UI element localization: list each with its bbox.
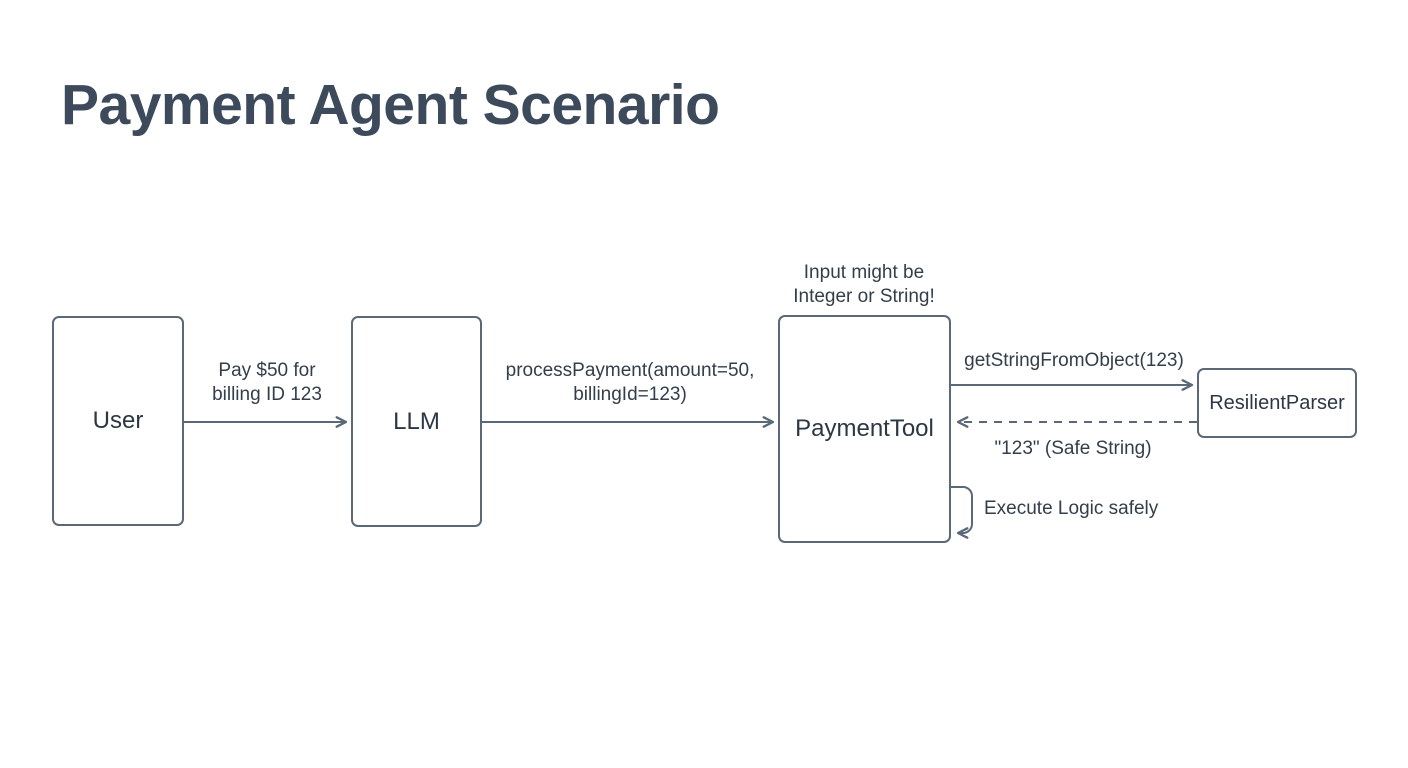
- node-llm: LLM: [351, 316, 482, 527]
- edge-label-resilientparser-to-paymenttool-line1: "123" (Safe String): [994, 438, 1152, 459]
- node-payment-tool-label: PaymentTool: [795, 415, 934, 442]
- page-title: Payment Agent Scenario: [61, 73, 720, 137]
- edge-label-self-loop: Execute Logic safely: [984, 497, 1158, 521]
- edge-label-paymenttool-to-resilientparser: getStringFromObject(123): [954, 349, 1194, 373]
- edge-label-self-loop-line1: Execute Logic safely: [984, 498, 1159, 519]
- edge-label-resilientparser-to-paymenttool: "123" (Safe String): [953, 437, 1193, 461]
- note-input-type-line2: Integer or String!: [793, 286, 935, 307]
- edge-label-user-to-llm-line1: Pay $50 for: [218, 360, 316, 381]
- edge-label-user-to-llm-line2: billing ID 123: [212, 384, 322, 405]
- note-input-type: Input might be Integer or String!: [764, 261, 964, 309]
- edge-label-llm-to-paymenttool: processPayment(amount=50, billingId=123): [480, 359, 780, 407]
- arrow-paymenttool-self-loop: [951, 486, 973, 539]
- node-resilient-parser-label: ResilientParser: [1209, 391, 1345, 414]
- edge-label-user-to-llm: Pay $50 for billing ID 123: [187, 359, 347, 407]
- node-user: User: [52, 316, 184, 526]
- edge-label-paymenttool-to-resilientparser-line1: getStringFromObject(123): [964, 350, 1184, 371]
- node-llm-label: LLM: [393, 407, 440, 435]
- node-resilient-parser: ResilientParser: [1197, 368, 1357, 438]
- edge-label-llm-to-paymenttool-line1: processPayment(amount=50,: [505, 360, 755, 381]
- node-payment-tool: PaymentTool: [778, 315, 951, 543]
- edge-label-llm-to-paymenttool-line2: billingId=123): [573, 384, 687, 405]
- note-input-type-line1: Input might be: [803, 262, 925, 283]
- node-user-label: User: [92, 407, 144, 434]
